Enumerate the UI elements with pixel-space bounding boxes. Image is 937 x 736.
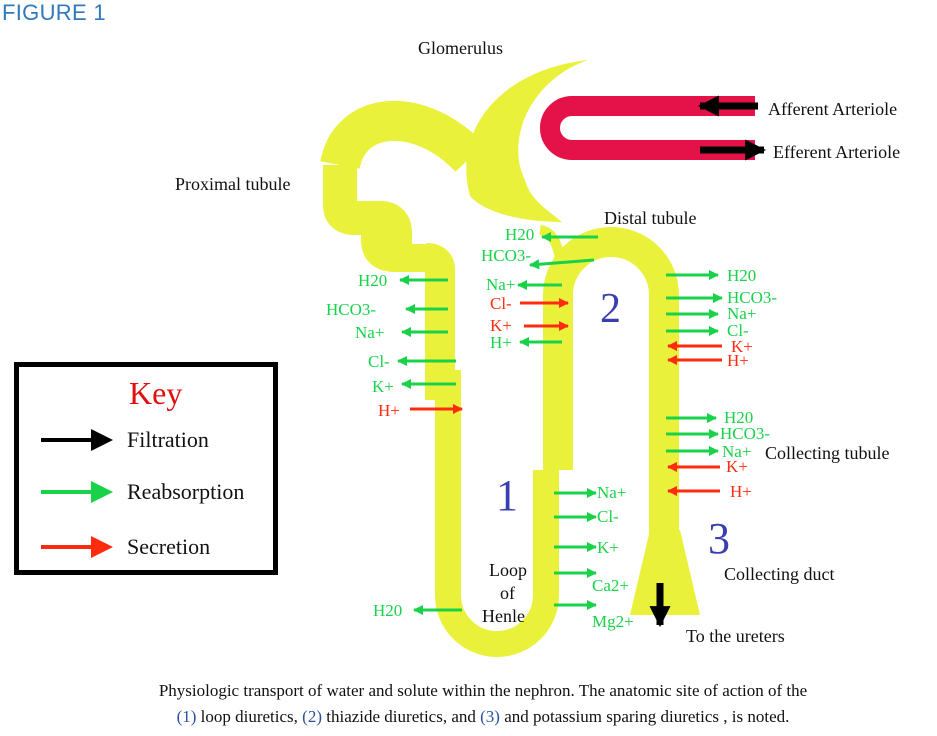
loop-h2o-label: H20 (373, 601, 402, 620)
efferent-label: Efferent Arteriole (773, 142, 900, 162)
proximal-h2o-label: H20 (358, 271, 387, 290)
proximal-hco3-label: HCO3- (326, 300, 376, 319)
site-number-3: 3 (708, 514, 730, 563)
proximal-h-label: H+ (378, 401, 400, 420)
loop-ca-label: Ca2+ (592, 576, 629, 595)
legend-filtration: Filtration (39, 425, 209, 455)
legend-box: Key Filtration Reabsorption Secretion (14, 362, 278, 575)
proximal-na-label: Na+ (355, 323, 384, 342)
collecting-h-label: H+ (730, 482, 752, 501)
legend-reabsorption-label: Reabsorption (127, 479, 245, 504)
proximal-k-label: K+ (372, 377, 394, 396)
arrow-distal-in-hco3 (528, 258, 595, 270)
distal-out-k-label: K+ (731, 337, 753, 356)
legend-title: Key (129, 375, 183, 411)
distal-in-h-label: H+ (490, 333, 512, 352)
caption-line-1: Physiologic transport of water and solut… (158, 681, 808, 700)
distal-in-h2o-label: H20 (505, 225, 534, 244)
distal-in-na-label: Na+ (486, 275, 515, 294)
loop-transport: Na+ Cl- K+ Ca2+ Mg2+ H20 (373, 483, 634, 631)
proximal-cl-label: Cl- (368, 352, 390, 371)
legend-secretion-label: Secretion (127, 534, 211, 559)
distal-out-cl-label: Cl- (727, 321, 749, 340)
ureters-label: To the ureters (686, 626, 785, 646)
legend-filtration-label: Filtration (127, 427, 209, 452)
distal-out-na-label: Na+ (727, 304, 756, 323)
loop-na-label: Na+ (597, 483, 626, 502)
proximal-label: Proximal tubule (175, 174, 291, 194)
caption-text-1: loop diuretics, (196, 707, 303, 726)
caption-num-1: (1) (176, 707, 197, 726)
distal-outer-transport: H20 HCO3- Na+ Cl- K+ H+ (666, 266, 777, 370)
caption-text-3: and potassium sparing diuretics , is not… (499, 707, 790, 726)
caption-num-2: (2) (302, 707, 322, 726)
glomerulus-capsule (466, 60, 588, 222)
reabsorption-arrow-icon (41, 481, 113, 503)
arteriole-loop (540, 96, 755, 160)
figure-caption: Physiologic transport of water and solut… (58, 678, 908, 730)
filtration-arrow-icon (41, 429, 113, 451)
collecting-tubule-label: Collecting tubule (765, 443, 889, 463)
collecting-duct-funnel (630, 530, 700, 615)
loop-label-line3: Henle (482, 606, 525, 626)
loop-k-label: K+ (597, 538, 619, 557)
collecting-transport: H20 HCO3- Na+ K+ H+ (666, 408, 770, 501)
distal-out-h-label: H+ (727, 351, 749, 370)
secretion-arrow-icon (41, 536, 113, 558)
site-number-2: 2 (600, 286, 621, 332)
collecting-hco3-label: HCO3- (720, 424, 770, 443)
distal-out-h2o-label: H20 (727, 266, 756, 285)
loop-label-line1: Loop (489, 560, 527, 580)
collecting-na-label: Na+ (722, 442, 751, 461)
loop-label-line2: of (500, 583, 515, 603)
legend-reabsorption: Reabsorption (39, 477, 244, 507)
legend-secretion: Secretion (39, 532, 210, 562)
loop-cl-label: Cl- (597, 507, 619, 526)
collecting-h2o-label: H20 (724, 408, 753, 427)
distal-in-cl-label: Cl- (490, 294, 512, 313)
collecting-k-label: K+ (726, 457, 748, 476)
glomerulus-label: Glomerulus (418, 38, 503, 58)
figure-label: FIGURE 1 (2, 0, 106, 25)
caption-num-3: (3) (480, 707, 500, 726)
distal-in-k-label: K+ (490, 316, 512, 335)
distal-label: Distal tubule (604, 208, 697, 228)
proximal-transport: H20 HCO3- Na+ Cl- K+ H+ (326, 271, 464, 420)
afferent-label: Afferent Arteriole (768, 99, 897, 119)
site-number-1: 1 (496, 471, 518, 520)
loop-mg-label: Mg2+ (592, 612, 634, 631)
distal-inner-transport: H20 HCO3- Na+ Cl- K+ H+ (481, 225, 598, 352)
caption-text-2: thiazide diuretics, and (322, 707, 481, 726)
collecting-duct-label: Collecting duct (724, 564, 834, 584)
caption-line-2: (1) loop diuretics, (2) thiazide diureti… (58, 704, 908, 730)
distal-in-hco3-label: HCO3- (481, 246, 531, 265)
distal-out-hco3-label: HCO3- (727, 288, 777, 307)
